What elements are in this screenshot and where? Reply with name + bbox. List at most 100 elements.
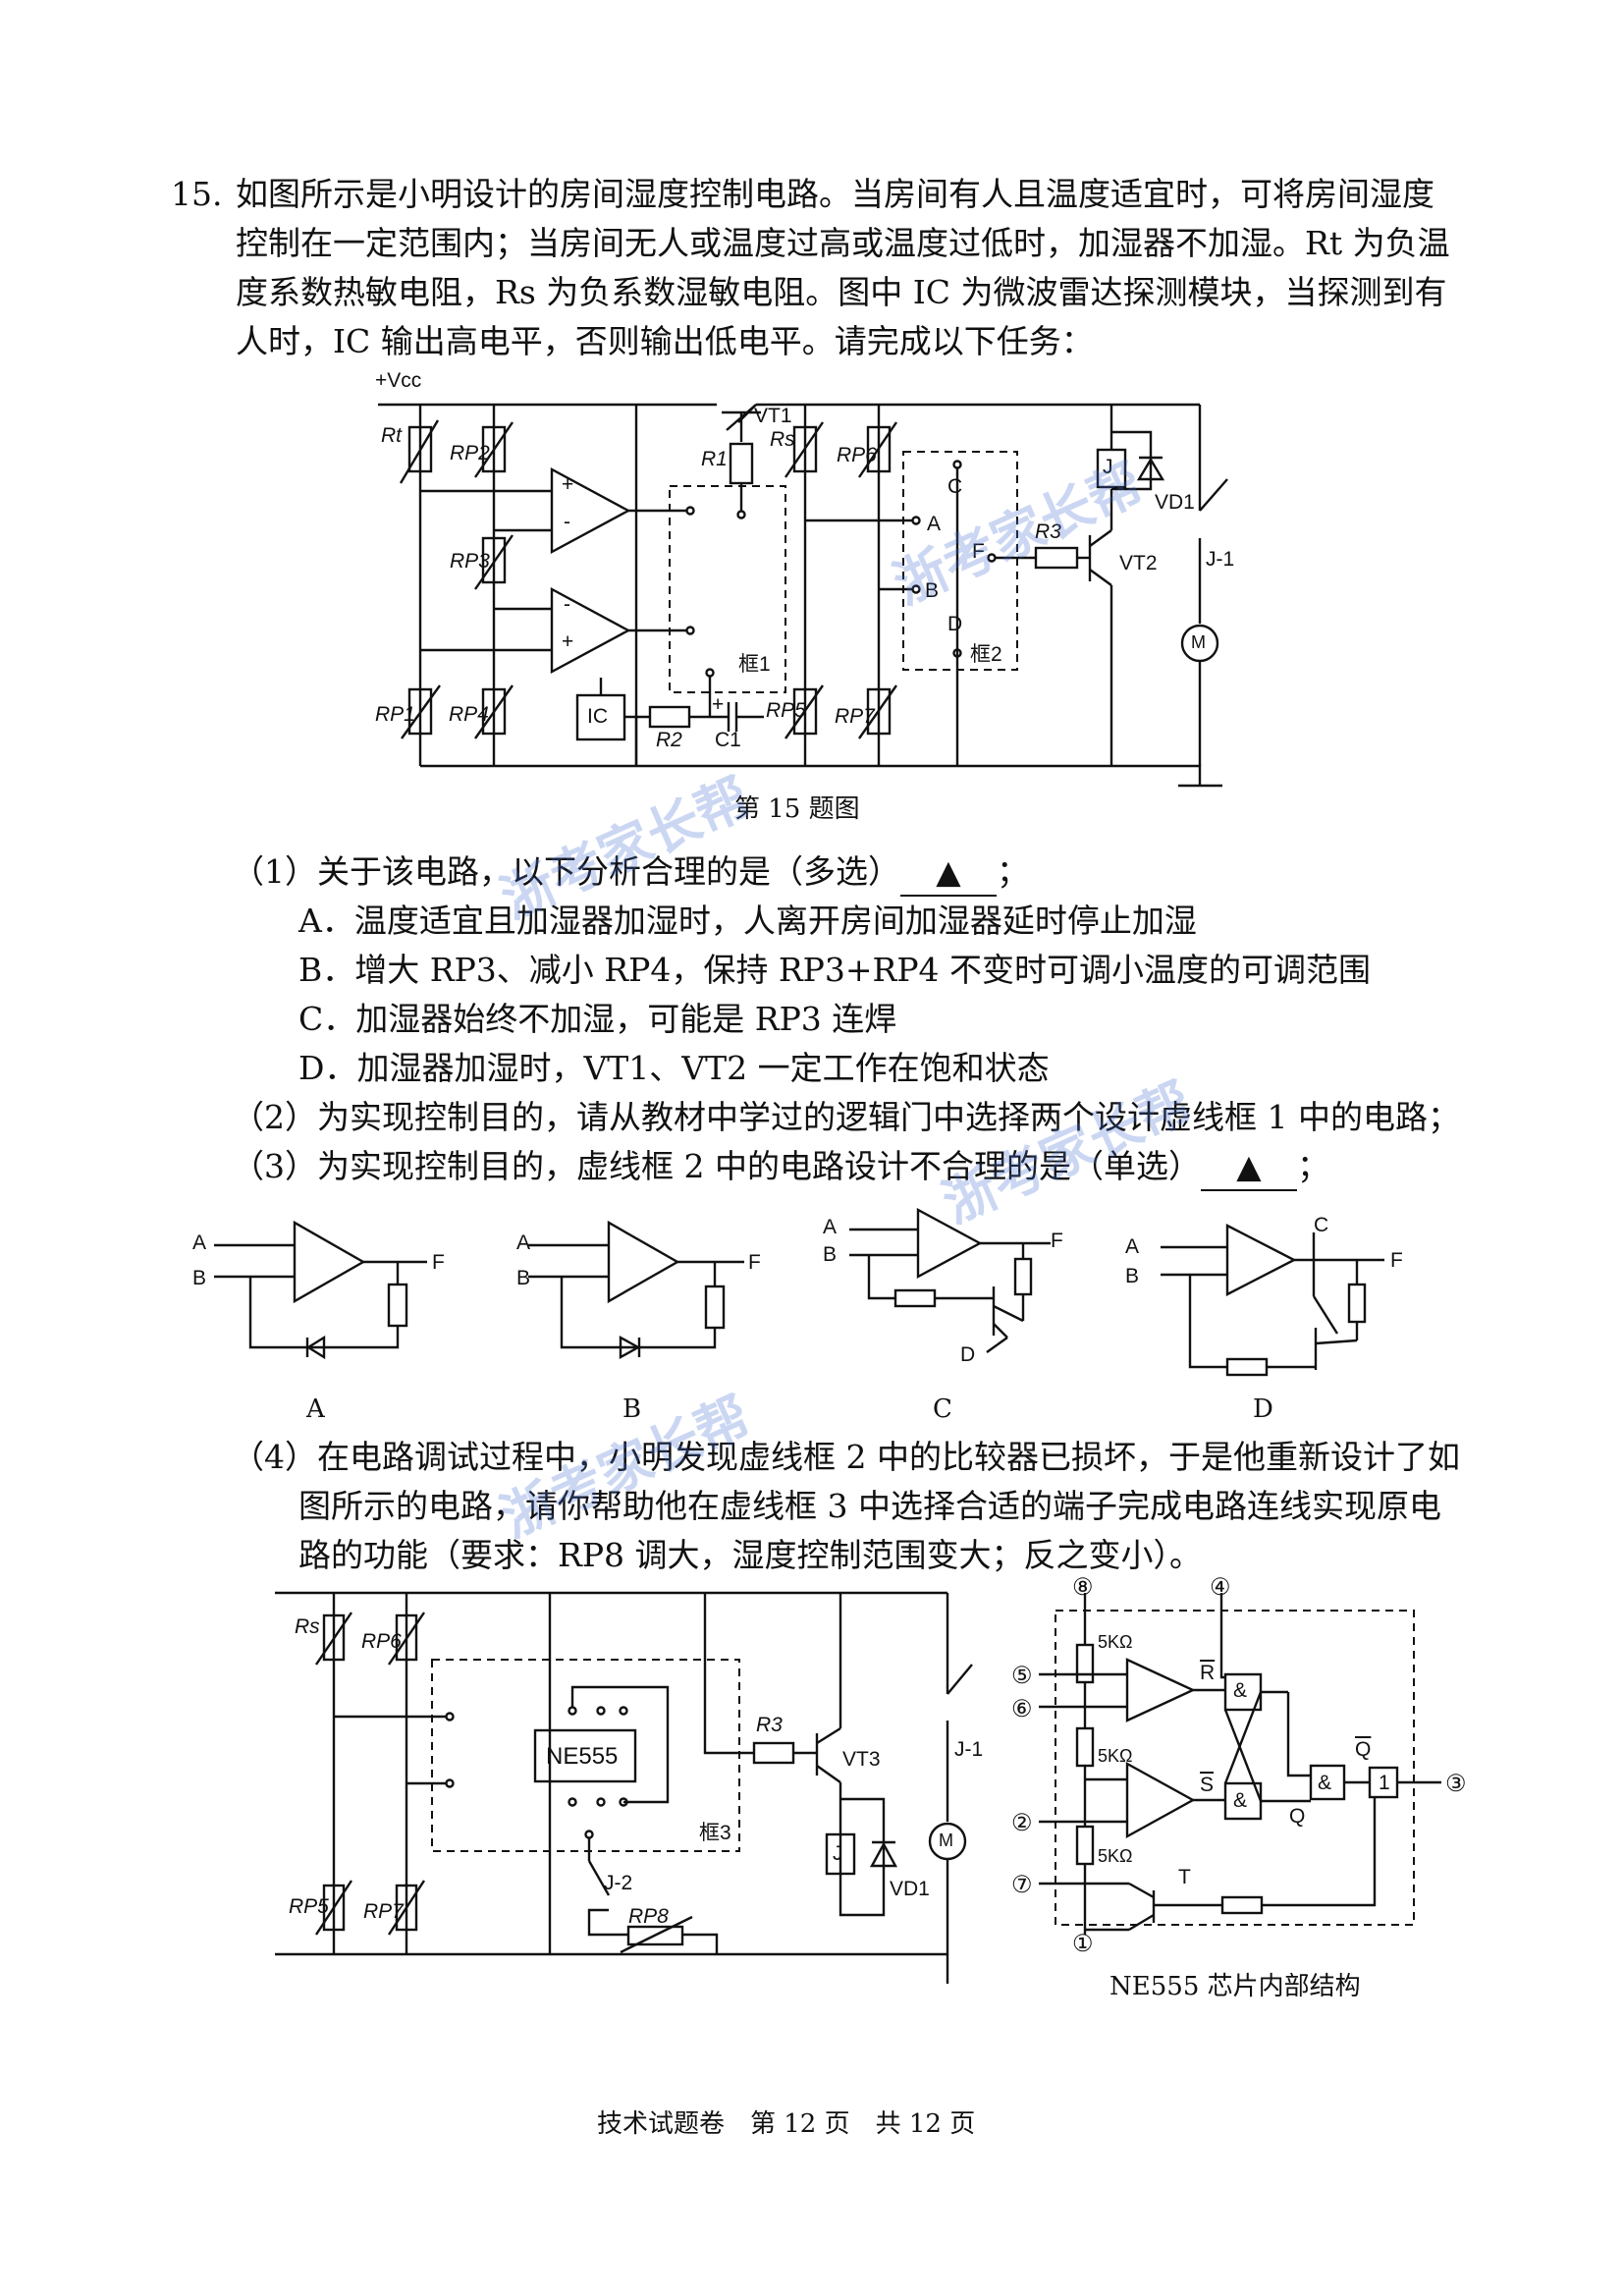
optA-pin-b: B: [192, 1267, 207, 1289]
relay-j-label: J: [1103, 456, 1113, 478]
motor-label: M: [1191, 632, 1206, 652]
pin-d-label: D: [947, 613, 963, 635]
optC-pin-a: A: [823, 1216, 838, 1238]
rp2-label: RP2: [450, 442, 490, 465]
vd1-label: VD1: [1155, 491, 1195, 514]
res-5k-3: 5KΩ: [1098, 1846, 1133, 1866]
part3-stem: （3）为实现控制目的，虚线框 2 中的电路设计不合理的是（单选）▲；: [232, 1143, 1329, 1191]
ne555-pin7: ⑦: [1011, 1872, 1033, 1898]
pin-b-label: B: [925, 579, 940, 602]
r1-label: R1: [701, 448, 728, 470]
ne555-pin5: ⑤: [1011, 1663, 1033, 1689]
rp7-label: RP7: [835, 705, 875, 728]
res-5k-1: 5KΩ: [1098, 1632, 1133, 1652]
p4-rp6-label: RP6: [361, 1630, 402, 1653]
option-label-a: A: [306, 1394, 325, 1424]
p4-rp7-label: RP7: [363, 1900, 404, 1923]
r3-label: R3: [1035, 520, 1061, 543]
page-footer: 技术试题卷 第 12 页 共 12 页: [597, 2109, 976, 2139]
rs-label: Rs: [770, 428, 795, 451]
and-gate-2: &: [1233, 1789, 1248, 1812]
p4-vd1-label: VD1: [890, 1878, 930, 1900]
ne555-pin6: ⑥: [1011, 1696, 1033, 1722]
optA-pin-f: F: [432, 1251, 445, 1274]
part3-end: ；: [1296, 1147, 1329, 1185]
rt-label: Rt: [381, 424, 402, 447]
part1-stem-text: （1）关于该电路，以下分析合理的是（多选）: [232, 852, 900, 891]
ne555-pin3: ③: [1445, 1771, 1467, 1797]
vt3-label: VT3: [842, 1748, 881, 1771]
part1-option-d: D．加湿器加湿时，VT1、VT2 一定工作在饱和状态: [298, 1049, 1050, 1087]
pin-f-label: F: [972, 540, 985, 563]
part2-text: （2）为实现控制目的，请从教材中学过的逻辑门中选择两个设计虚线框 1 中的电路；: [232, 1098, 1460, 1136]
pin-c-label: C: [947, 475, 963, 498]
intro-line-1: 如图所示是小明设计的房间湿度控制电路。当房间有人且温度适宜时，可将房间湿度: [236, 175, 1434, 213]
rp6-label: RP6: [837, 444, 877, 466]
vt1-label: VT1: [754, 405, 792, 427]
p4-motor-label: M: [939, 1831, 953, 1850]
part1-answer-blank[interactable]: ▲: [900, 848, 997, 897]
option-label-d: D: [1253, 1394, 1273, 1424]
pin-a-label: A: [927, 513, 942, 535]
part1-end: ；: [997, 852, 1029, 891]
part3-answer-blank[interactable]: ▲: [1200, 1143, 1297, 1191]
part1-stem: （1）关于该电路，以下分析合理的是（多选）▲；: [232, 848, 1029, 897]
ne555-pin1: ①: [1072, 1931, 1094, 1957]
part1-option-b: B．增大 RP3、减小 RP4，保持 RP3+RP4 不变时可调小温度的可调范围: [298, 951, 1372, 989]
optB-pin-f: F: [748, 1251, 761, 1274]
rp8-label: RP8: [628, 1905, 669, 1928]
optB-pin-b: B: [516, 1267, 531, 1289]
res-5k-2: 5KΩ: [1098, 1746, 1133, 1766]
intro-line-2: 控制在一定范围内；当房间无人或温度过高或温度过低时，加湿器不加湿。Rt 为负温: [236, 224, 1450, 262]
vcc-label: +Vcc: [375, 369, 422, 392]
c1-plus: +: [712, 693, 725, 716]
rp1-label: RP1: [375, 703, 415, 726]
p4-j1-label: J-1: [954, 1738, 984, 1761]
rp5-label: RP5: [766, 699, 806, 722]
optA-pin-a: A: [192, 1231, 207, 1254]
question-number: 15.: [171, 175, 223, 213]
vt2-label: VT2: [1119, 552, 1158, 574]
s-bar-label: S: [1200, 1774, 1215, 1796]
p4-rp5-label: RP5: [289, 1895, 329, 1918]
part4-line-3: 路的功能（要求：RP8 调大，湿度控制范围变大；反之变小）。: [298, 1536, 1203, 1574]
and-gate-1: &: [1233, 1679, 1248, 1702]
optD-pin-c: C: [1314, 1214, 1329, 1236]
optC-pin-b: B: [823, 1243, 838, 1266]
r2-label: R2: [656, 729, 682, 751]
part3-stem-text: （3）为实现控制目的，虚线框 2 中的电路设计不合理的是（单选）: [232, 1147, 1201, 1185]
ic-label: IC: [587, 705, 608, 728]
ne555-caption: NE555 芯片内部结构: [1109, 1972, 1361, 2001]
part1-option-c: C．加湿器始终不加湿，可能是 RP3 连焊: [298, 1000, 897, 1038]
comp1-plus: +: [562, 473, 574, 496]
buffer-gate: 1: [1379, 1772, 1390, 1794]
figure1-caption: 第 15 题图: [734, 794, 860, 824]
option-label-c: C: [933, 1394, 952, 1424]
optD-pin-b: B: [1125, 1265, 1140, 1287]
ne555-pin8: ⑧: [1072, 1574, 1094, 1601]
optB-pin-a: A: [516, 1231, 531, 1254]
rp4-label: RP4: [449, 703, 489, 726]
part4-line-2: 图所示的电路，请你帮助他在虚线框 3 中选择合适的端子完成电路连线实现原电: [298, 1487, 1441, 1525]
q-label: Q: [1289, 1805, 1306, 1828]
ne555-pin2: ②: [1011, 1810, 1033, 1836]
j1-label: J-1: [1206, 548, 1235, 571]
p4-r3-label: R3: [756, 1714, 783, 1736]
c1-label: C1: [715, 729, 741, 751]
p4-relay-j-label: J: [833, 1842, 843, 1865]
r-bar-label: R: [1200, 1662, 1216, 1684]
ne555-pin4: ④: [1210, 1574, 1231, 1601]
optC-pin-f: F: [1051, 1230, 1063, 1252]
j2-label: J-2: [604, 1872, 633, 1894]
optD-pin-f: F: [1390, 1249, 1403, 1272]
optD-pin-a: A: [1125, 1235, 1140, 1258]
part1-option-a: A．温度适宜且加湿器加湿时，人离开房间加湿器延时停止加湿: [298, 902, 1197, 940]
frame2-label: 框2: [970, 643, 1002, 666]
ne555-chip-label: NE555: [546, 1743, 619, 1770]
and-gate-3: &: [1318, 1772, 1332, 1794]
p4-rs-label: Rs: [295, 1615, 320, 1638]
comp1-minus: -: [564, 511, 570, 533]
